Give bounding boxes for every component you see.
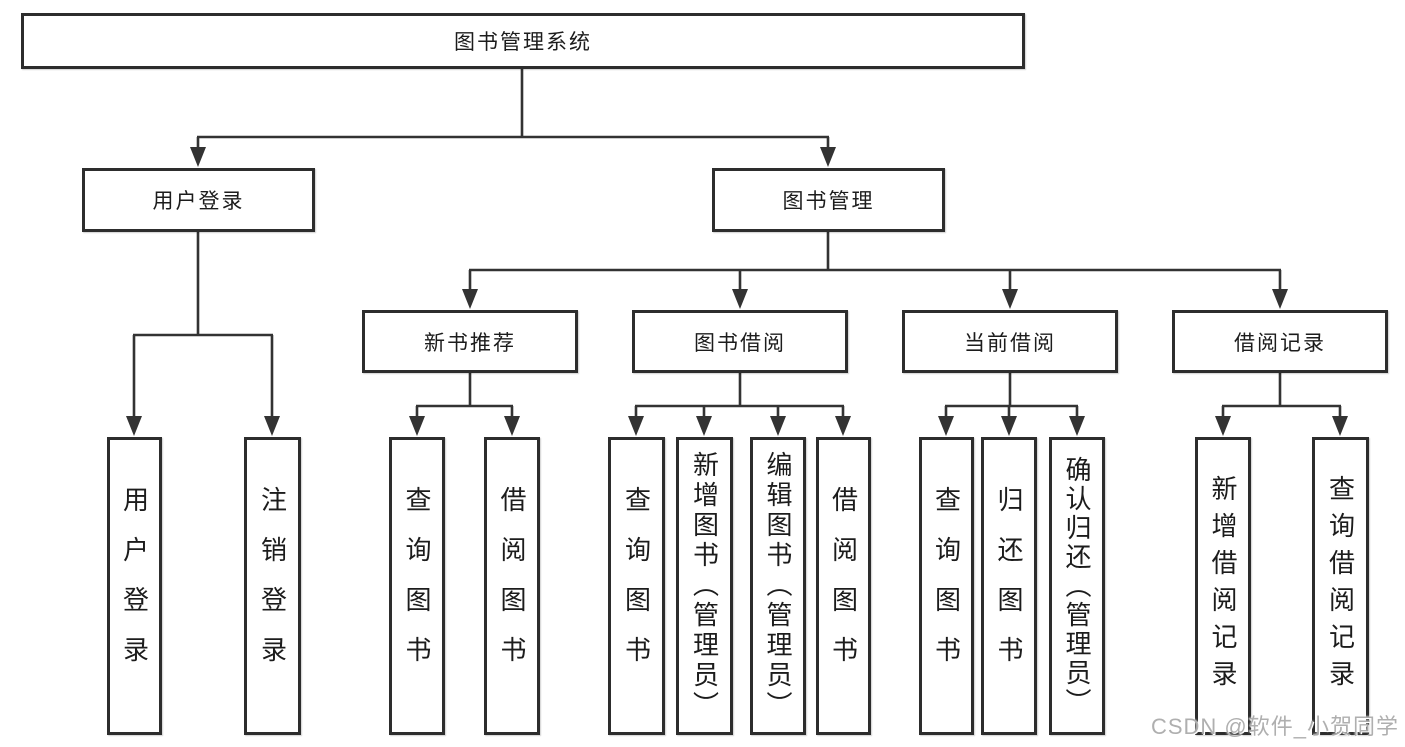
node-label: 新书推荐 <box>424 331 516 355</box>
leaf-label: 用户登录 <box>119 486 150 686</box>
leaf-label: 借阅图书 <box>828 486 859 686</box>
leaf-borrow-books-borrow: 借阅图书 <box>816 437 871 735</box>
leaf-user-login: 用户登录 <box>107 437 162 735</box>
leaf-label: 查询图书 <box>931 486 962 686</box>
leaf-return-book: 归还图书 <box>981 437 1037 735</box>
leaf-query-books-current: 查询图书 <box>919 437 974 735</box>
leaf-logout: 注销登录 <box>244 437 301 735</box>
leaf-add-borrow-record: 新增借阅记录 <box>1195 437 1251 735</box>
leaf-label: 查询借阅记录 <box>1325 475 1356 697</box>
leaf-query-borrow-record: 查询借阅记录 <box>1312 437 1369 735</box>
leaf-label: 编辑图书（管理员） <box>763 451 793 721</box>
leaf-label: 注销登录 <box>257 486 288 686</box>
node-user-login: 用户登录 <box>82 168 315 232</box>
leaf-label: 查询图书 <box>402 486 432 686</box>
leaf-add-book-admin: 新增图书（管理员） <box>676 437 733 735</box>
node-library-system: 图书管理系统 <box>21 13 1025 69</box>
node-current-borrow: 当前借阅 <box>902 310 1118 373</box>
node-label: 借阅记录 <box>1234 331 1326 355</box>
node-book-borrow: 图书借阅 <box>632 310 848 373</box>
node-book-management: 图书管理 <box>712 168 945 232</box>
leaf-query-books-recommend: 查询图书 <box>389 437 445 735</box>
node-new-book-recommend: 新书推荐 <box>362 310 578 373</box>
leaf-edit-book-admin: 编辑图书（管理员） <box>750 437 806 735</box>
node-borrow-records: 借阅记录 <box>1172 310 1388 373</box>
node-label: 当前借阅 <box>964 331 1056 355</box>
leaf-label: 查询图书 <box>621 486 652 686</box>
node-label: 图书管理系统 <box>454 31 592 54</box>
leaf-borrow-books-recommend: 借阅图书 <box>484 437 540 735</box>
leaf-query-books-borrow: 查询图书 <box>608 437 665 735</box>
node-label: 图书借阅 <box>694 331 786 355</box>
leaf-label: 归还图书 <box>994 486 1024 686</box>
leaf-label: 新增借阅记录 <box>1208 475 1238 697</box>
leaf-label: 新增图书（管理员） <box>689 451 720 721</box>
leaf-confirm-return-admin: 确认归还（管理员） <box>1049 437 1105 735</box>
node-label: 图书管理 <box>782 190 875 213</box>
node-label: 用户登录 <box>152 190 245 213</box>
leaf-label: 确认归还（管理员） <box>1062 455 1092 717</box>
csdn-watermark: CSDN @软件_小贺同学 <box>1150 714 1399 739</box>
leaf-label: 借阅图书 <box>497 486 527 686</box>
